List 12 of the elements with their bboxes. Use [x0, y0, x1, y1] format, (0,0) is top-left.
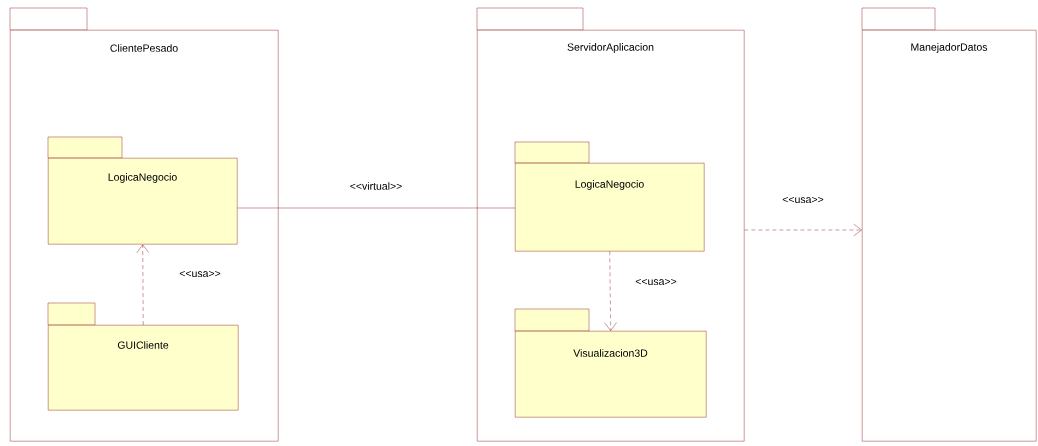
- edge-label: <<usa>>: [634, 277, 678, 287]
- arrow: [604, 251, 617, 331]
- package: LogicaNegocio: [47, 136, 238, 245]
- package: Visualizacion3D: [514, 308, 707, 418]
- edge-label: <<usa>>: [781, 195, 825, 205]
- arrow: [744, 223, 862, 237]
- edge-label: <<usa>>: [178, 269, 222, 279]
- edge-label: <<virtual>>: [348, 181, 404, 191]
- arrow: [136, 244, 149, 326]
- package: LogicaNegocio: [514, 141, 705, 252]
- package: GUICliente: [47, 302, 239, 411]
- package: ManejadorDatos: [861, 7, 1037, 442]
